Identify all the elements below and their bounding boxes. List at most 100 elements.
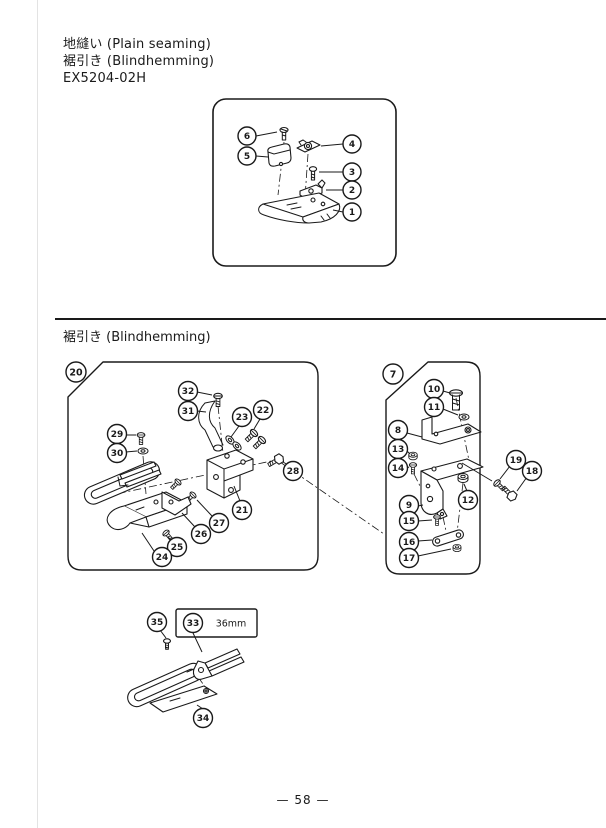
callout-4: 4 — [320, 134, 362, 154]
part-guide-plate-26 — [161, 491, 192, 516]
part-screw-10 — [448, 389, 464, 411]
svg-text:9: 9 — [406, 501, 412, 511]
svg-text:6: 6 — [244, 132, 250, 142]
svg-text:14: 14 — [392, 464, 405, 474]
svg-text:15: 15 — [403, 517, 416, 527]
part-link-16 — [432, 529, 464, 547]
callout-35: 35 — [146, 611, 168, 639]
callout-30: 30 — [106, 442, 138, 464]
svg-text:20: 20 — [69, 367, 83, 378]
part-support-block-21 — [206, 449, 254, 499]
header-model-number: EX5204-02H — [63, 71, 147, 86]
callout-25: 25 — [166, 536, 188, 558]
svg-text:10: 10 — [428, 385, 441, 395]
part-screw-32 — [213, 392, 223, 408]
svg-text:28: 28 — [287, 467, 300, 477]
part-screw-14 — [408, 462, 418, 475]
svg-text:21: 21 — [236, 506, 249, 516]
page-edge-rule — [37, 0, 38, 828]
callout-12: 12 — [457, 483, 479, 511]
page-number: — 58 — — [276, 793, 330, 807]
svg-text:5: 5 — [244, 152, 250, 162]
header-plain-seaming: 地縫い (Plain seaming) — [63, 37, 211, 52]
callout-33: 33 — [182, 612, 204, 653]
callout-26: 26 — [181, 512, 212, 545]
svg-text:8: 8 — [395, 426, 401, 436]
part-screw-26a — [168, 477, 183, 492]
part-screw-6 — [279, 126, 289, 141]
part-washer-11 — [458, 413, 470, 421]
svg-text:35: 35 — [151, 618, 164, 628]
svg-text:17: 17 — [403, 554, 416, 564]
part-arm-bracket-9 — [420, 458, 484, 520]
right-assembly-frame — [385, 361, 481, 575]
part-screw-29 — [136, 432, 146, 445]
callout-15: 15 — [398, 510, 433, 532]
header-blindhemming: 裾引き (Blindhemming) — [63, 54, 215, 69]
svg-text:27: 27 — [213, 519, 226, 529]
part-bracket-8 — [421, 416, 482, 445]
callout-10: 10 — [423, 378, 451, 400]
svg-text:18: 18 — [526, 467, 539, 477]
callout-32: 32 — [177, 380, 213, 402]
callout-6: 6 — [237, 126, 278, 146]
callout-14: 14 — [387, 457, 410, 479]
part-nut-17 — [452, 544, 462, 552]
blindhemming-diagram: 20 7 32 31 23 22 29 — [65, 361, 543, 575]
callout-19: 19 — [499, 449, 527, 480]
part-foot-plate-1 — [258, 192, 341, 224]
svg-text:12: 12 — [462, 496, 475, 506]
callout-5: 5 — [237, 146, 269, 166]
plain-seaming-frame — [212, 98, 397, 267]
callout-29: 29 — [106, 423, 136, 445]
callout-20: 20 — [65, 361, 87, 383]
foot-detail-diagram: 33 36mm 35 34 — [127, 608, 258, 729]
part-plate-34 — [149, 685, 218, 713]
svg-text:24: 24 — [156, 553, 169, 563]
callout-8: 8 — [387, 419, 423, 441]
callout-21: 21 — [231, 485, 253, 521]
part-screw-22a — [242, 427, 260, 445]
svg-text:16: 16 — [403, 538, 416, 548]
svg-text:13: 13 — [392, 445, 405, 455]
callout-17: 17 — [398, 547, 452, 569]
section-title: 裾引き (Blindhemming) — [63, 330, 211, 345]
dimension-label: 36mm — [216, 619, 247, 630]
svg-text:32: 32 — [182, 387, 195, 397]
svg-text:33: 33 — [187, 619, 200, 629]
left-assembly-frame — [67, 361, 319, 571]
part-foot-shank-fork — [186, 648, 245, 680]
svg-text:11: 11 — [428, 403, 441, 413]
svg-text:19: 19 — [510, 456, 523, 466]
plain-seaming-diagram: 6 5 4 3 2 1 — [212, 98, 397, 267]
svg-text:30: 30 — [111, 449, 124, 459]
callout-3: 3 — [319, 162, 362, 182]
callout-13: 13 — [387, 438, 411, 460]
svg-text:22: 22 — [257, 406, 270, 416]
callout-9: 9 — [398, 494, 424, 516]
part-screw-3 — [308, 166, 318, 181]
part-arm-31 — [198, 400, 224, 452]
part-cloth-guide-band-24 — [83, 461, 161, 505]
dimension-box: 33 36mm — [175, 608, 258, 653]
svg-text:23: 23 — [236, 413, 249, 423]
svg-text:4: 4 — [349, 140, 355, 150]
svg-text:31: 31 — [182, 407, 195, 417]
callout-7: 7 — [382, 363, 404, 385]
part-nut-12 — [457, 473, 469, 483]
part-washer-30 — [137, 447, 149, 455]
callout-34: 34 — [192, 704, 214, 729]
part-tension-block-5 — [267, 143, 292, 167]
callout-31: 31 — [177, 400, 207, 422]
svg-text:3: 3 — [349, 168, 355, 178]
callout-27: 27 — [196, 499, 230, 534]
callout-11: 11 — [423, 396, 459, 418]
svg-text:26: 26 — [195, 530, 208, 540]
callout-1: 1 — [332, 202, 362, 222]
screw-19-axis-pointer — [461, 462, 493, 482]
part-bolt-28 — [265, 452, 286, 470]
callout-22: 22 — [252, 399, 274, 430]
callout-28: 28 — [282, 460, 304, 482]
svg-text:25: 25 — [171, 543, 184, 553]
